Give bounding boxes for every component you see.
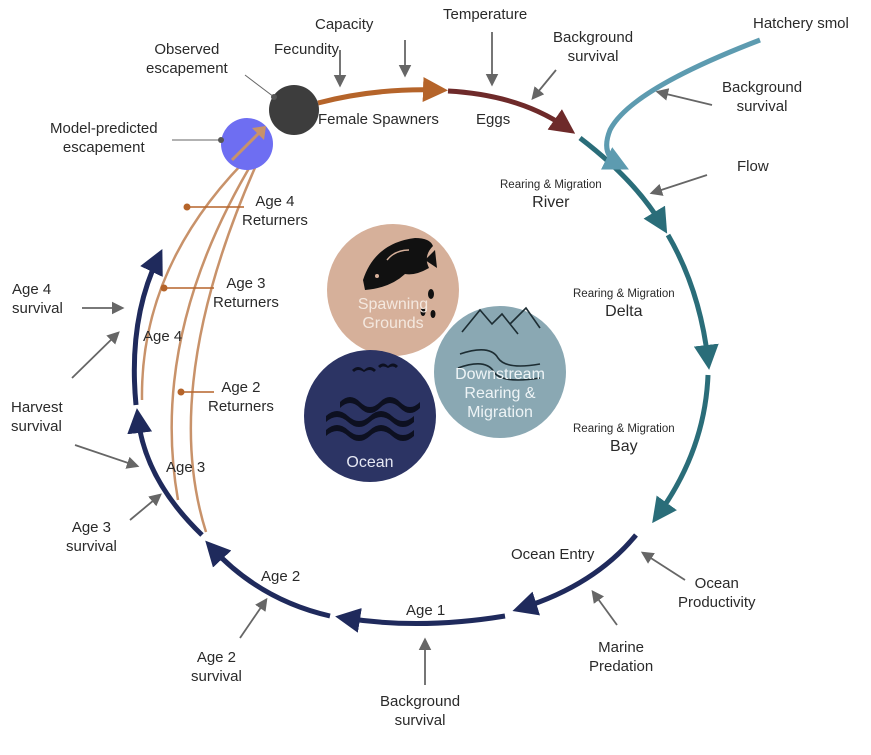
river-arrow [578,136,668,234]
age2-returner-line [189,151,264,533]
age2-label: Age 2 [261,568,301,585]
delta-sub-label: Rearing & Migration [573,288,675,300]
waves-birds-icon [326,363,420,441]
spawners-to-eggs-arrow [317,77,448,106]
eggs-label: Eggs [476,111,511,128]
observed-escapement-node [269,85,319,135]
delta-label: Delta [605,303,643,320]
age3-survival-label: Age 3 survival [66,519,117,555]
capacity-label: Capacity [315,16,374,33]
age2-arrow [205,540,331,619]
fish-icon [363,238,437,318]
age1-arrow [335,608,506,633]
age2-returners-label: Age 2 Returners [208,379,274,415]
age2-survival-label: Age 2 survival [191,649,242,685]
age3-returner-line [170,149,262,501]
delta-stage: Rearing & Migration Delta [573,287,675,321]
downstream-circle [434,306,566,438]
river-label: River [532,194,570,211]
age3-returners-label: Age 3 Returners [213,275,279,311]
age4-survival-label: Age 4 survival [12,281,63,317]
ocean-entry-arrow [512,533,638,616]
delta-arrow [665,233,719,370]
river-stage: Rearing & Migration River [500,178,602,212]
harvest-survival-label: Harvest survival [11,399,63,435]
spawning-grounds-circle [327,224,459,356]
age4-returner-line [140,145,261,401]
flow-label: Flow [737,158,769,175]
background-survival-top-label: Background survival [553,29,634,65]
river-mountains-icon [457,306,541,381]
temperature-label: Temperature [443,6,528,23]
bay-arrow [652,374,711,524]
age3-label: Age 3 [166,459,206,476]
ocean-label: Ocean [346,454,394,471]
river-sub-label: Rearing & Migration [500,179,602,191]
background-survival-bottom-label: Background survival [380,693,461,729]
age4-arrow [131,248,163,406]
age4-label: Age 4 [143,328,183,345]
eggs-to-river-arrow [447,88,576,134]
fecundity-label: Fecundity [274,41,340,58]
hatchery-smolts-label: Hatchery smol [753,15,849,32]
driver-arrows [71,32,713,685]
ocean-entry-label: Ocean Entry [511,546,595,563]
bay-sub-label: Rearing & Migration [573,423,675,435]
hatchery-arrow [600,37,761,170]
female-spawners-label: Female Spawners [318,111,439,128]
observed-escapement-label: Observed escapement [146,41,228,77]
downstream-label: Downstream Rearing & Migration [455,366,545,421]
spawning-grounds-label: Spawning Grounds [357,296,429,332]
background-survival-hatchery-label: Background survival [722,79,803,115]
ocean-productivity-label: Ocean Productivity [678,575,756,611]
age1-label: Age 1 [406,602,446,619]
age4-returners-label: Age 4 Returners [242,193,308,229]
age3-arrow [127,408,204,537]
model-predicted-escapement-label: Model-predicted escapement [50,120,158,156]
bay-label: Bay [610,438,638,455]
bay-stage: Rearing & Migration Bay [573,422,675,456]
marine-predation-label: Marine Predation [589,639,654,675]
